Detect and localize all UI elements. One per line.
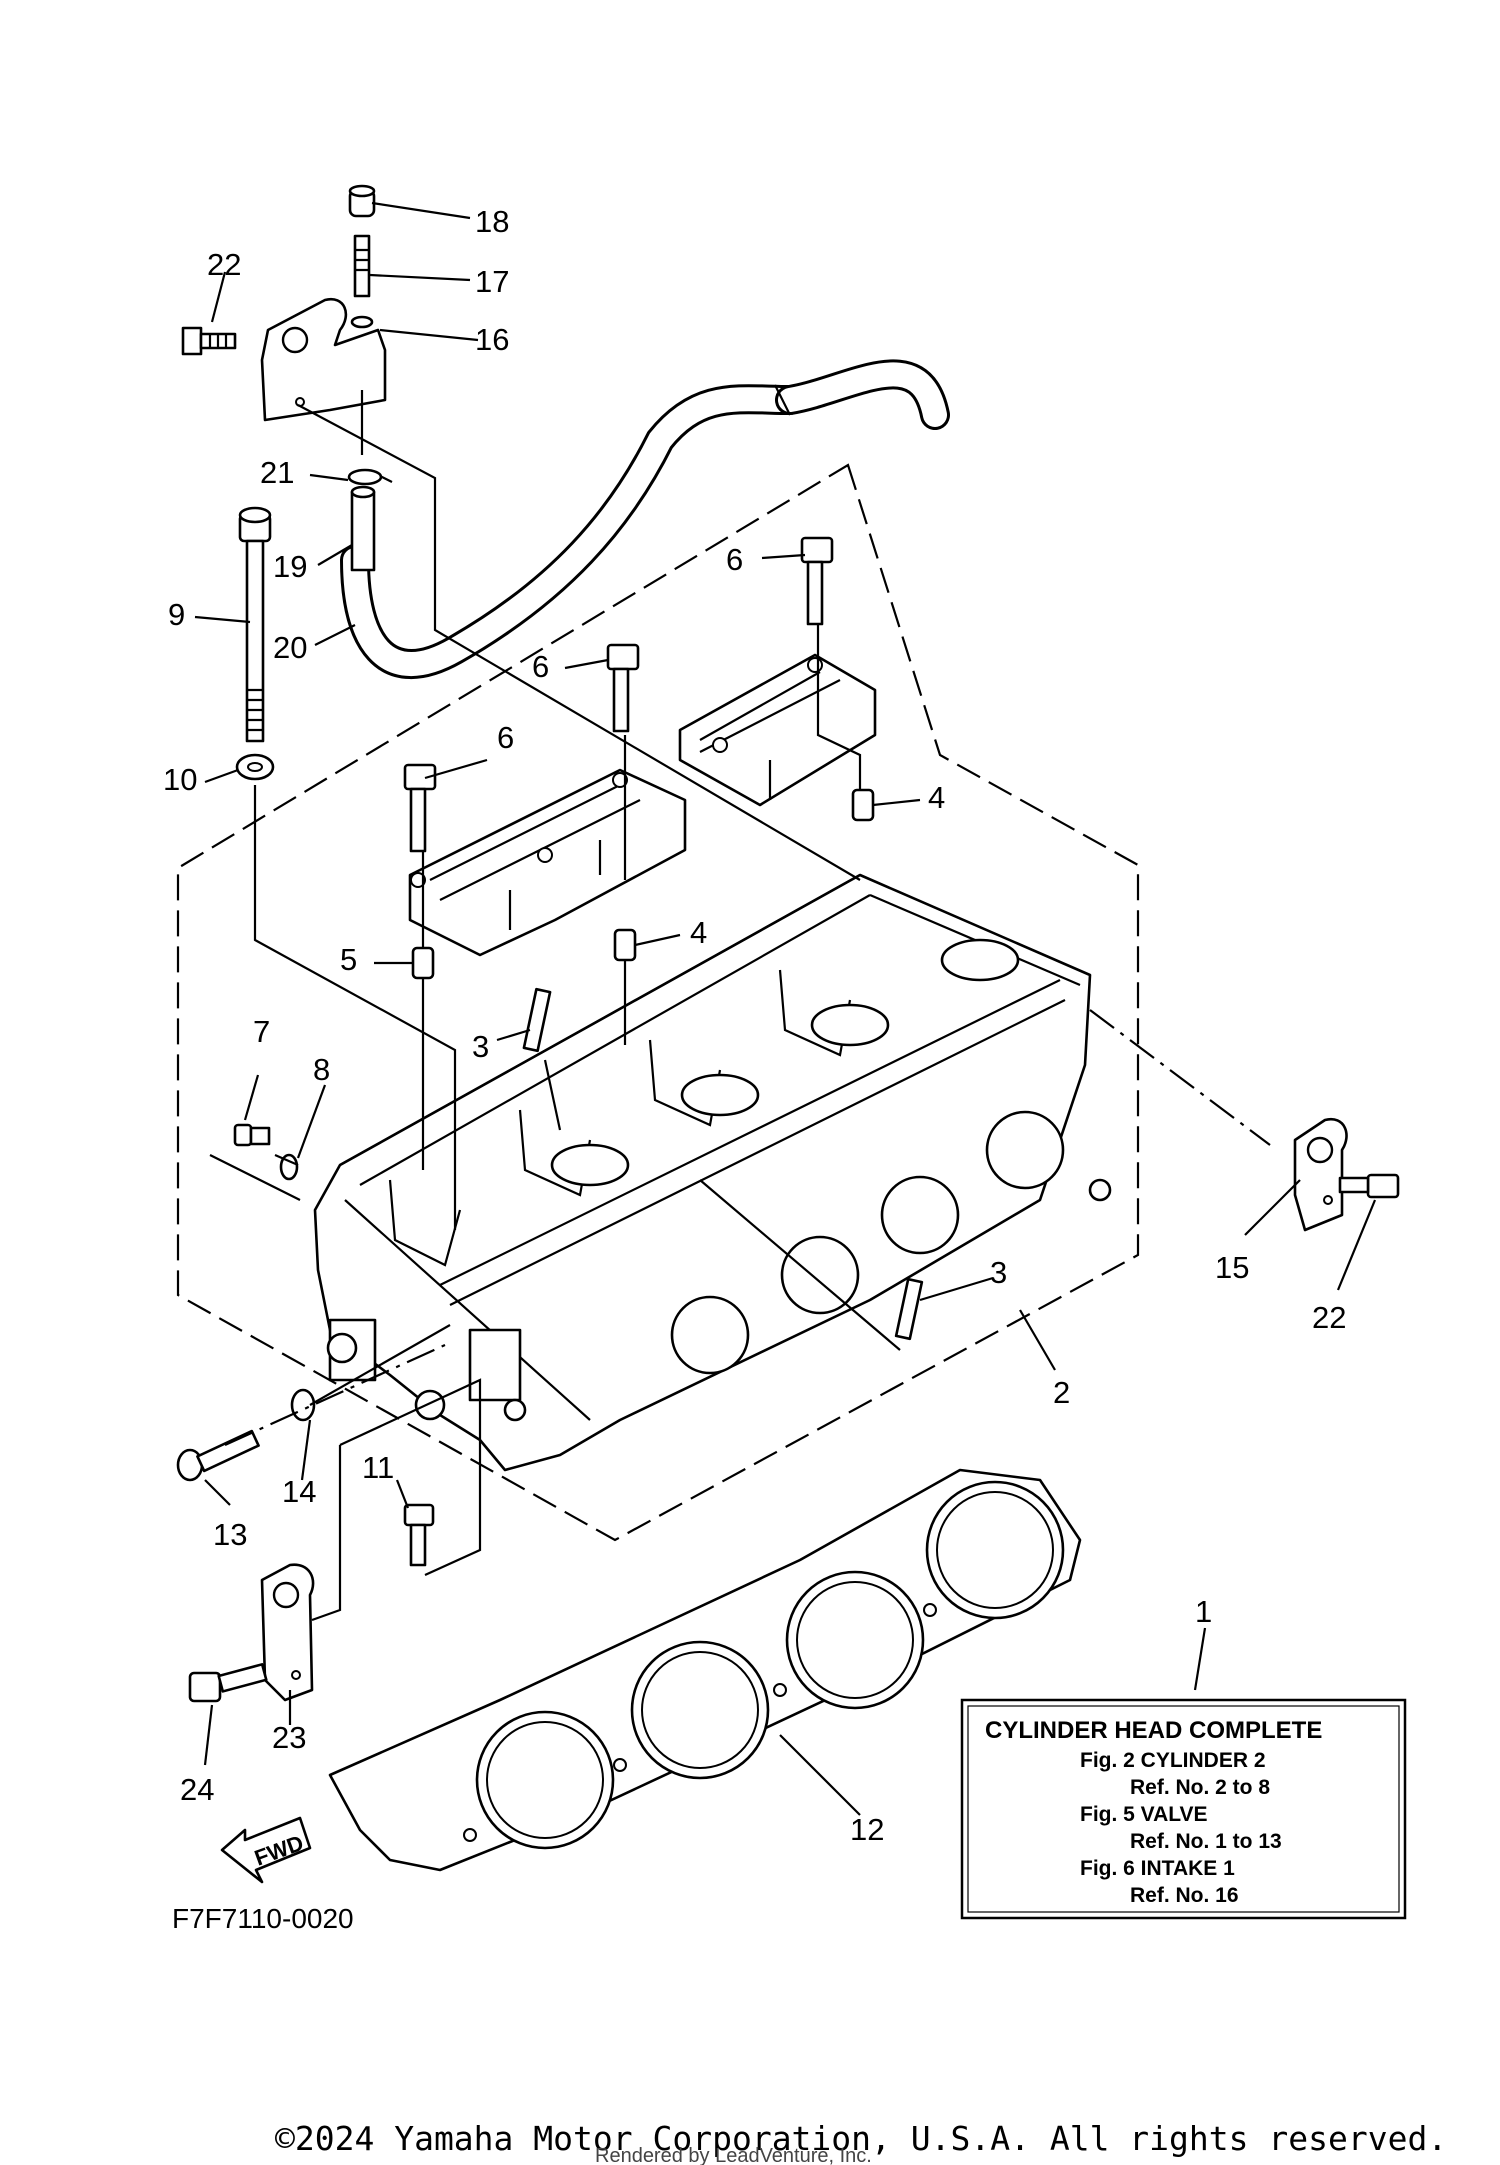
part-20-hose — [340, 359, 950, 679]
part-6-bolt-a — [800, 536, 834, 626]
callout-3-a: 3 — [472, 1029, 489, 1064]
callout-4-b: 4 — [690, 915, 707, 950]
info-box: CYLINDER HEAD COMPLETE Fig. 2 CYLINDER 2… — [960, 1698, 1407, 1920]
callouts: 18 17 16 22 21 19 9 20 6 6 6 10 4 4 5 3 … — [163, 204, 1346, 1847]
info-box-line-6: Ref. No. 16 — [1130, 1884, 1239, 1907]
callout-19: 19 — [273, 549, 307, 584]
callout-22: 22 — [207, 247, 241, 282]
part-12-gasket — [328, 1468, 1082, 1872]
callout-23: 23 — [272, 1720, 306, 1755]
callout-15: 15 — [1215, 1250, 1249, 1285]
part-8-gasket — [279, 1153, 299, 1181]
camshaft-cap-rear — [678, 653, 877, 807]
callout-24: 24 — [180, 1772, 214, 1807]
callout-16: 16 — [475, 322, 509, 357]
part-22-bolt-right — [1338, 1173, 1400, 1199]
info-box-line-2: Ref. No. 2 to 8 — [1130, 1776, 1270, 1799]
info-box-title: CYLINDER HEAD COMPLETE — [985, 1717, 1322, 1744]
callout-14: 14 — [282, 1474, 316, 1509]
leader-lines — [194, 201, 1377, 1816]
part-9-bolt — [238, 506, 272, 743]
callout-18: 18 — [475, 204, 509, 239]
rendered-by-text: Rendered by LeadVenture, Inc. — [595, 2145, 872, 2165]
part-5-dowel — [411, 946, 435, 980]
callout-1: 1 — [1195, 1594, 1212, 1629]
part-15-bracket — [1293, 1117, 1348, 1232]
callout-8: 8 — [313, 1052, 330, 1087]
alignment-lines — [209, 390, 1271, 1622]
part-11-bolt — [403, 1503, 435, 1567]
part-4-dowel-a — [851, 788, 875, 822]
callout-6-b: 6 — [532, 649, 549, 684]
callout-22-b: 22 — [1312, 1300, 1346, 1335]
info-box-line-5: Fig. 6 INTAKE 1 — [1080, 1857, 1235, 1880]
callout-4-a: 4 — [928, 780, 945, 815]
part-23-bracket — [260, 1563, 315, 1702]
part-10-washer — [235, 753, 275, 781]
part-24-bolt — [188, 1663, 268, 1703]
info-box-line-1: Fig. 2 CYLINDER 2 — [1080, 1749, 1266, 1772]
callout-6-a: 6 — [726, 542, 743, 577]
callout-5: 5 — [340, 942, 357, 977]
assembly-outline — [176, 463, 1140, 1542]
callout-20: 20 — [273, 630, 307, 665]
part-17-nozzle — [350, 234, 374, 329]
callout-3-b: 3 — [990, 1255, 1007, 1290]
part-18-cap — [348, 184, 376, 218]
part-6-bolt-c — [403, 763, 437, 853]
part-6-bolt-b — [606, 643, 640, 733]
callout-11: 11 — [362, 1450, 394, 1485]
part-13-bolt — [176, 1429, 260, 1482]
camshaft-cap-front — [408, 768, 687, 957]
part-19-pipe — [350, 485, 376, 572]
part-21-clip — [347, 468, 393, 486]
part-4-dowel-b — [613, 928, 637, 962]
callout-7: 7 — [253, 1014, 270, 1049]
part-22-bolt-top — [181, 326, 237, 356]
fwd-arrow: FWD — [220, 1816, 312, 1884]
copyright-text: ©2024 Yamaha Motor Corporation, U.S.A. A… — [275, 2119, 1447, 2158]
info-box-line-3: Fig. 5 VALVE — [1080, 1803, 1208, 1826]
info-box-line-4: Ref. No. 1 to 13 — [1130, 1830, 1282, 1853]
callout-21: 21 — [260, 455, 294, 490]
callout-13: 13 — [213, 1517, 247, 1552]
part-7-plug — [233, 1123, 271, 1147]
cylinder-head — [313, 873, 1112, 1472]
callout-12: 12 — [850, 1812, 884, 1847]
callout-6-c: 6 — [497, 720, 514, 755]
callout-9: 9 — [168, 597, 185, 632]
figure-code: F7F7110-0020 — [172, 1903, 354, 1934]
callout-2: 2 — [1053, 1375, 1070, 1410]
callout-10: 10 — [163, 762, 197, 797]
part-3-guide-b — [894, 1277, 924, 1341]
callout-17: 17 — [475, 264, 509, 299]
part-3-guide-a — [522, 987, 552, 1053]
